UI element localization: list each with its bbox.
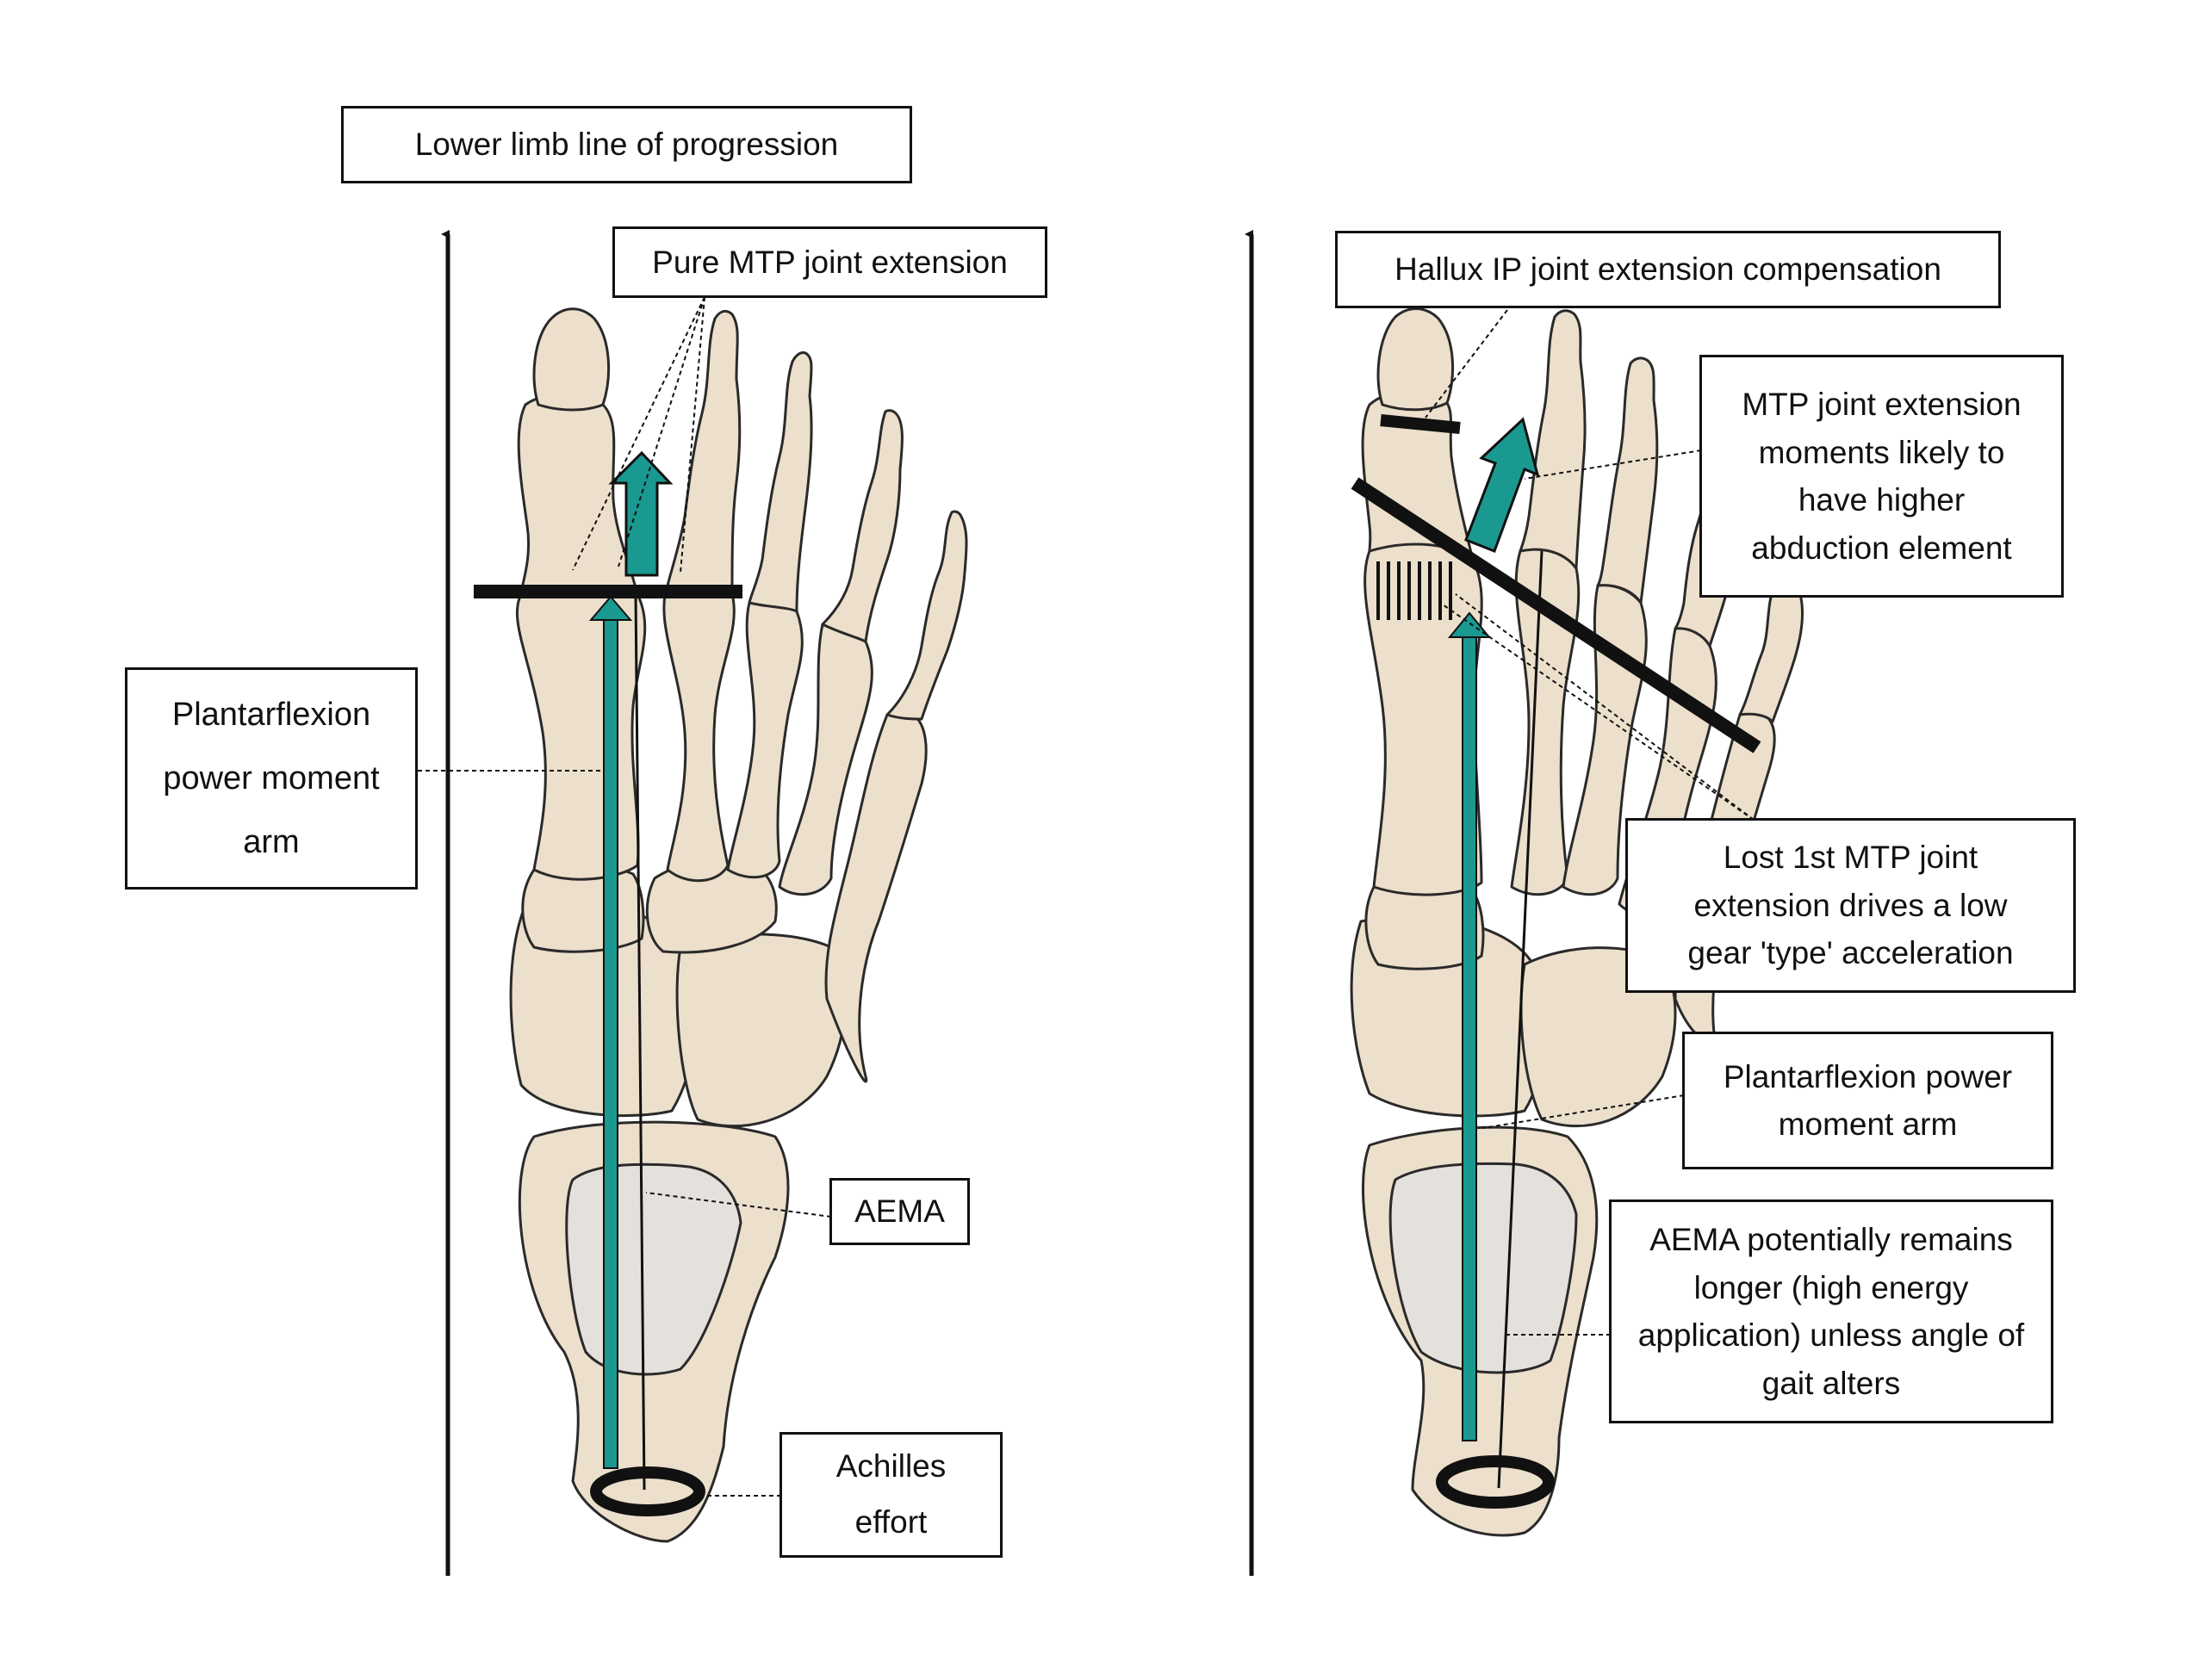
label-aema-right-text: AEMA potentially remains longer (high en… <box>1637 1222 2025 1401</box>
left-toe-5 <box>885 510 968 721</box>
label-aema-right: AEMA potentially remains longer (high en… <box>1609 1200 2053 1423</box>
right-foot <box>1350 307 1804 1537</box>
left-cuboid <box>675 933 847 1128</box>
left-metatarsal-5 <box>824 707 928 1083</box>
label-achilles-text: Achilles effort <box>835 1448 947 1540</box>
left-metatarsal-1 <box>515 581 647 881</box>
label-hallux-ip: Hallux IP joint extension compensation <box>1335 231 2001 308</box>
left-toe-3 <box>748 351 813 613</box>
label-plantarflexion-right: Plantarflexion power moment arm <box>1682 1032 2053 1169</box>
label-pure-mtp: Pure MTP joint extension <box>612 226 1047 298</box>
left-metatarsal-3 <box>726 595 804 879</box>
left-plantarflexion-arrow <box>588 595 633 1469</box>
label-line-of-progression-text: Lower limb line of progression <box>414 127 839 163</box>
right-hallux-distal <box>1376 307 1454 412</box>
label-lost-mtp-text: Lost 1st MTP joint extension drives a lo… <box>1687 840 2014 971</box>
left-hallux-distal <box>532 307 610 412</box>
left-toe-2 <box>666 309 742 596</box>
label-aema-left-text: AEMA <box>854 1193 945 1230</box>
right-toe-2 <box>1519 309 1587 570</box>
left-achilles-ring <box>590 1466 705 1516</box>
right-toe-3 <box>1596 356 1659 604</box>
right-hatching <box>1376 561 1452 620</box>
label-aema-left: AEMA <box>829 1178 970 1245</box>
label-plantarflexion-right-text: Plantarflexion power moment arm <box>1723 1058 2013 1143</box>
right-thin-line <box>1497 550 1544 1489</box>
right-plantarflexion-arrow <box>1447 611 1492 1441</box>
right-hallux-proximal <box>1361 389 1475 561</box>
label-plantarflexion-left: Plantarflexion power moment arm <box>125 667 418 890</box>
right-achilles-ring <box>1436 1455 1555 1509</box>
right-talus <box>1388 1162 1578 1374</box>
label-line-of-progression: Lower limb line of progression <box>341 106 912 183</box>
right-oblique-mtp-bar <box>1351 477 1761 753</box>
left-foot <box>509 307 968 1543</box>
left-metatarsal-2 <box>662 578 736 883</box>
label-lost-mtp: Lost 1st MTP joint extension drives a lo… <box>1625 818 2076 993</box>
label-pure-mtp-text: Pure MTP joint extension <box>652 244 1008 280</box>
right-toe-5 <box>1738 580 1804 723</box>
label-mtp-abduction: MTP joint extension moments likely to ha… <box>1699 355 2064 598</box>
label-achilles: Achilles effort <box>780 1432 1003 1558</box>
right-mtp-arrow <box>1464 417 1540 553</box>
label-mtp-abduction-text: MTP joint extension moments likely to ha… <box>1742 387 2022 566</box>
label-hallux-ip-text: Hallux IP joint extension compensation <box>1394 251 1941 288</box>
left-metatarsal-4 <box>778 621 873 896</box>
left-thin-line <box>634 593 646 1491</box>
left-toe-4 <box>821 409 904 643</box>
label-plantarflexion-left-text: Plantarflexion power moment arm <box>163 696 380 861</box>
right-ip-bar <box>1380 414 1461 434</box>
